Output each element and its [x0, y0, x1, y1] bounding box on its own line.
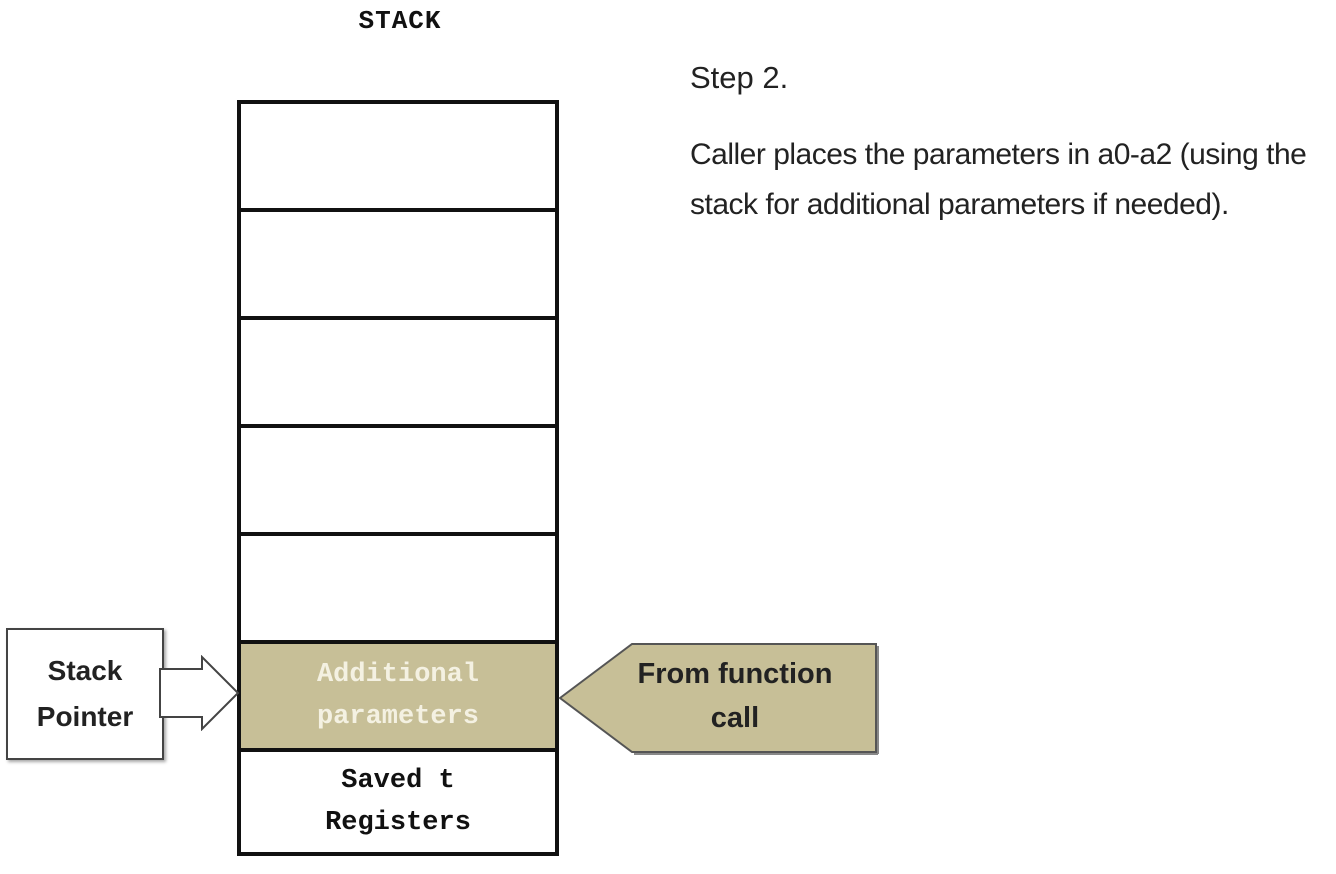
- stack-cell-1: [241, 104, 555, 212]
- stack-cell-2: [241, 212, 555, 320]
- stack-cell-3: [241, 320, 555, 428]
- stack-cell-additional-parameters: Additional parameters: [241, 644, 555, 752]
- from-function-call-callout: [558, 643, 879, 755]
- step-title: Step 2.: [690, 60, 789, 95]
- from-function-call-label: From function call: [637, 658, 833, 734]
- stack-cell-saved-registers: Saved t Registers: [241, 752, 555, 852]
- stack-cell-4: [241, 428, 555, 536]
- stack-diagram: Additional parameters Saved t Registers: [237, 100, 559, 856]
- stack-pointer-arrow-icon: [159, 655, 240, 731]
- stack-title: STACK: [358, 6, 442, 36]
- step-description: Caller places the parameters in a0-a2 (u…: [690, 138, 1307, 221]
- stack-cell-5: [241, 536, 555, 644]
- stack-pointer-label: Stack Pointer: [6, 628, 164, 760]
